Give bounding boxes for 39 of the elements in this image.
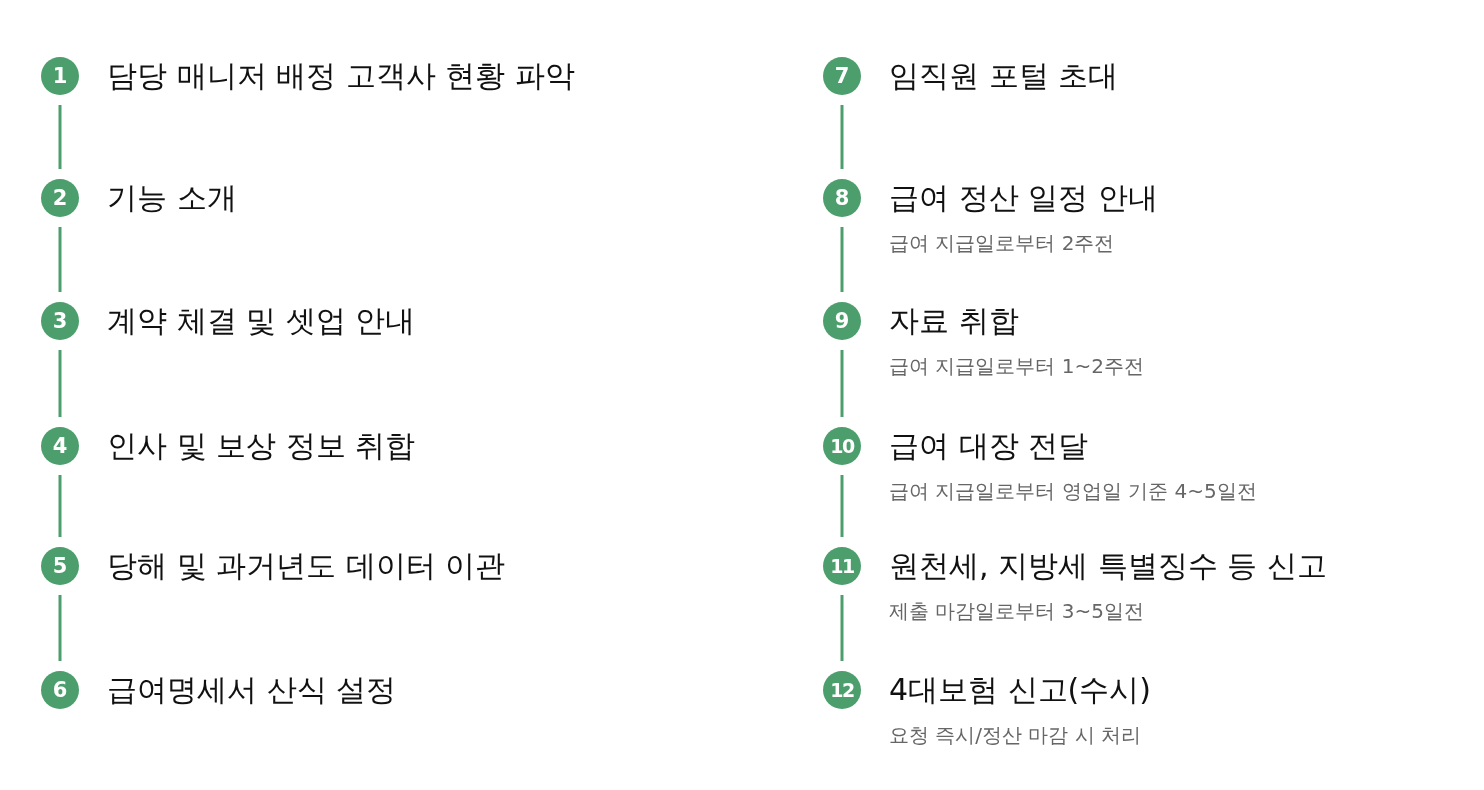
step-title: 원천세, 지방세 특별징수 등 신고	[889, 547, 1327, 585]
step-title: 급여 대장 전달	[889, 427, 1089, 465]
step-title: 담당 매니저 배정 고객사 현황 파악	[107, 57, 575, 95]
step-number: 8	[823, 179, 861, 217]
step-number: 2	[41, 179, 79, 217]
step-number: 6	[41, 671, 79, 709]
step-number: 4	[41, 427, 79, 465]
step-title: 계약 체결 및 셋업 안내	[107, 302, 416, 340]
step-number: 5	[41, 547, 79, 585]
connector-line	[840, 595, 844, 661]
connector-line	[840, 475, 844, 537]
connector-line	[58, 350, 62, 417]
step-title: 4대보험 신고(수시)	[889, 671, 1152, 709]
step-number: 10	[823, 427, 861, 465]
step-number: 1	[41, 57, 79, 95]
step-number: 3	[41, 302, 79, 340]
connector-line	[58, 105, 62, 169]
step-title: 급여 정산 일정 안내	[889, 179, 1158, 217]
step-number: 9	[823, 302, 861, 340]
connector-line	[58, 475, 62, 537]
step-title: 당해 및 과거년도 데이터 이관	[107, 547, 506, 585]
step-title: 급여명세서 산식 설정	[107, 671, 397, 709]
step-note: 급여 지급일로부터 영업일 기준 4~5일전	[889, 478, 1257, 505]
step-number: 11	[823, 547, 861, 585]
step-title: 기능 소개	[107, 179, 237, 217]
connector-line	[840, 350, 844, 417]
step-note: 급여 지급일로부터 2주전	[889, 230, 1115, 257]
step-note: 요청 즉시/정산 마감 시 처리	[889, 722, 1142, 749]
step-title: 자료 취합	[889, 302, 1019, 340]
step-number: 7	[823, 57, 861, 95]
connector-line	[58, 595, 62, 661]
step-title: 임직원 포털 초대	[889, 57, 1119, 95]
step-note: 제출 마감일로부터 3~5일전	[889, 598, 1144, 625]
connector-line	[840, 105, 844, 169]
step-number: 12	[823, 671, 861, 709]
connector-line	[840, 227, 844, 292]
connector-line	[58, 227, 62, 292]
step-note: 급여 지급일로부터 1~2주전	[889, 353, 1144, 380]
step-title: 인사 및 보상 정보 취합	[107, 427, 416, 465]
